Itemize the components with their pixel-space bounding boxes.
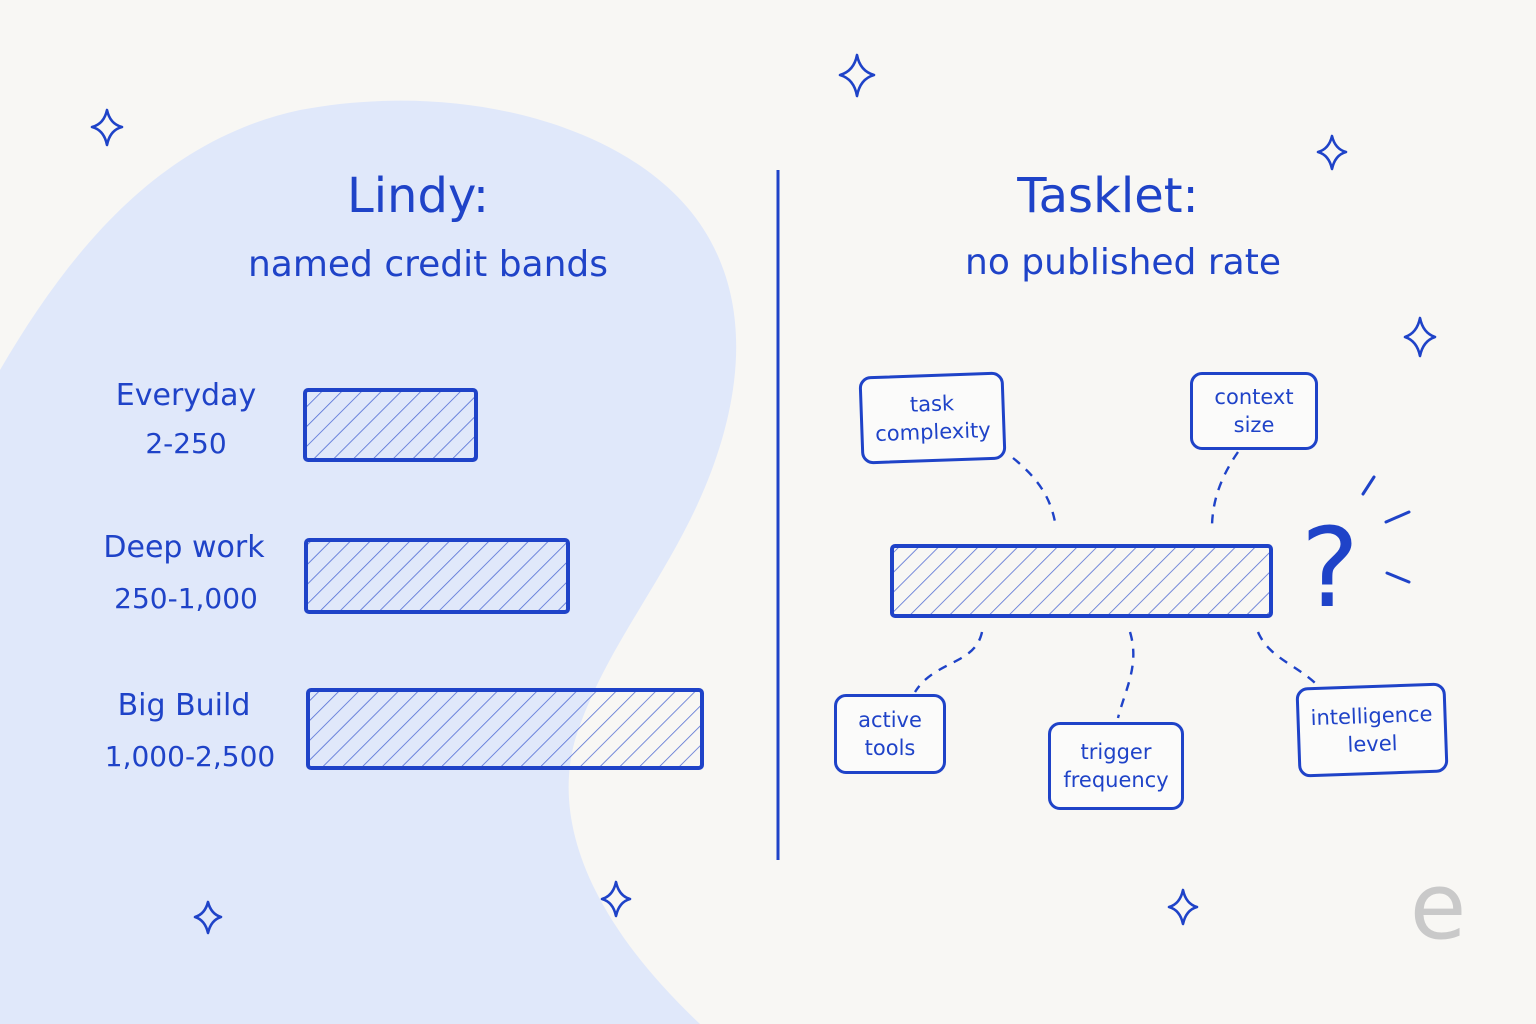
factor-context-size: context size [1190,372,1318,450]
connector-active-tools [913,631,984,693]
factor-line: level [1347,731,1398,757]
band-name-everyday: Everyday [115,378,257,413]
band-range-deep-work: 250-1,000 [114,582,258,615]
factor-task-complexity: task complexity [858,371,1007,465]
connector-intelligence-level [1256,631,1323,691]
sparkle-icon [600,880,632,918]
question-mark: ? [1300,504,1360,632]
factor-line: complexity [874,417,992,446]
factor-line: context [1214,385,1294,409]
tasklet-rate-bar [890,544,1273,618]
band-range-everyday: 2-250 [145,427,227,460]
connector-trigger-frequency [1116,631,1135,719]
band-name-big-build: Big Build [117,688,251,723]
band-bar-everyday [303,388,478,462]
connector-context-size [1210,451,1239,529]
factor-line: frequency [1063,768,1169,792]
lindy-subtitle: named credit bands [247,244,609,285]
factor-intelligence-level: intelligence level [1295,682,1449,778]
band-range-big-build: 1,000-2,500 [104,740,276,773]
factor-line: task [909,391,955,417]
connector-task-complexity [1012,457,1058,529]
sparkles [90,53,1437,935]
factor-active-tools: active tools [834,694,946,774]
factor-connectors [913,451,1323,719]
sparkle-icon [1403,316,1437,358]
tasklet-title: Tasklet: [1017,168,1199,224]
band-name-deep-work: Deep work [103,530,265,565]
band-bar-big-build [306,688,704,770]
factor-line: active [858,708,922,732]
factor-line: size [1233,413,1275,437]
factor-line: trigger [1080,740,1152,764]
lindy-title: Lindy: [346,168,490,224]
emphasis-lines [1361,475,1411,584]
sparkle-icon [1316,134,1348,171]
sparkle-icon [90,108,124,147]
tasklet-subtitle: no published rate [965,242,1281,283]
sparkle-icon [838,53,876,98]
factor-line: intelligence [1310,701,1433,731]
sparkle-icon [1167,888,1199,926]
factor-line: tools [864,736,916,760]
band-bar-deep-work [304,538,570,614]
brand-logo: e [1409,853,1467,960]
sparkle-icon [193,900,223,935]
factor-trigger-frequency: trigger frequency [1048,722,1184,810]
